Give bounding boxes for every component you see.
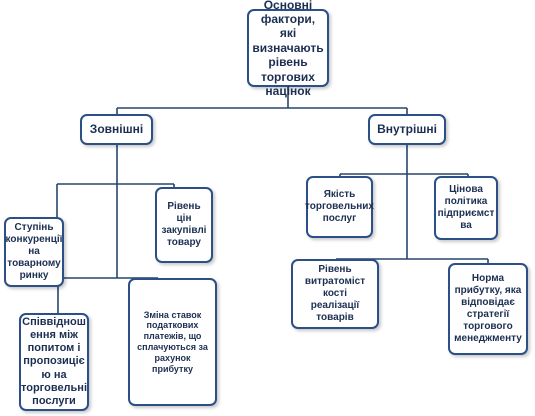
internal-item-cost-intensity: Рівень витратоміст кості реалізації това… xyxy=(291,259,379,329)
external-item-competition: Ступінь конкуренції на товарному ринку xyxy=(4,217,64,287)
internal-category-node: Внутрішні xyxy=(368,114,446,145)
external-item-label: Зміна ставок податкових платежів, що спл… xyxy=(137,309,208,374)
internal-item-service-quality: Якість торговельних послуг xyxy=(305,176,374,238)
internal-item-label: Якість торговельних послуг xyxy=(305,189,374,224)
internal-item-label: Цінова політика підприємст ва xyxy=(437,184,495,231)
internal-item-label: Рівень витратоміст кості реалізації това… xyxy=(304,264,366,323)
internal-item-pricing-policy: Цінова політика підприємст ва xyxy=(434,176,498,240)
external-category-node: Зовнішні xyxy=(80,114,153,145)
external-item-supply-demand: Співвіднош ення між попитом і пропозиціє… xyxy=(19,313,89,411)
external-item-label: Рівень цін закупівлі товару xyxy=(161,201,207,248)
root-node: Основні фактори, які визначають рівень т… xyxy=(247,0,329,98)
external-title: Зовнішні xyxy=(89,122,144,137)
root-label: Основні фактори, які визначають рівень т… xyxy=(252,0,324,98)
external-item-label: Ступінь конкуренції на товарному ринку xyxy=(5,222,63,281)
internal-item-label: Норма прибутку, яка відповідає стратегії… xyxy=(454,273,522,344)
external-item-label: Співвіднош ення між попитом і пропозиціє… xyxy=(20,315,88,407)
internal-title: Внутрішні xyxy=(377,122,437,137)
external-item-tax-rates: Зміна ставок податкових платежів, що спл… xyxy=(128,278,217,406)
external-item-purchase-prices: Рівень цін закупівлі товару xyxy=(155,187,213,263)
internal-item-profit-norm: Норма прибутку, яка відповідає стратегії… xyxy=(448,263,528,355)
